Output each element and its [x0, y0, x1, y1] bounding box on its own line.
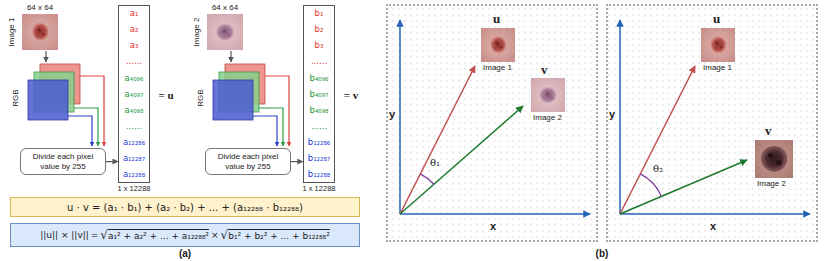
vector-entry: b₁₂₂₈₇ — [308, 154, 330, 163]
vector-entry: b₂ — [315, 25, 324, 34]
process-box: Divide each pixel value by 255 — [20, 148, 106, 175]
plot-label: y — [389, 108, 395, 120]
process-box: Divide each pixel value by 255 — [205, 148, 291, 175]
formula-text: ||u|| × ||v|| — [40, 230, 89, 240]
dimension-label: 64 x 64 — [27, 4, 53, 13]
plot-panel: uImage 1 vImage 2 y x θ₂ — [606, 4, 818, 242]
dimension-label: 1 x 12288 — [303, 185, 336, 193]
vector-entry: ...... — [311, 122, 327, 131]
vector-entry: b₁₂₂₈₆ — [308, 138, 330, 147]
vector-u — [620, 66, 695, 214]
plot-label: v — [541, 63, 548, 77]
plot-label: u — [713, 12, 720, 26]
plot-label: Image 1 — [483, 64, 512, 73]
plot-label: θ₁ — [430, 157, 440, 168]
formula-box: ||u|| × ||v||=√a₁² + a₂² + ... + a₁₂₂₈₈²… — [10, 223, 360, 247]
vector-entry: a₁₂₂₈₇ — [123, 154, 145, 163]
flow-arrow — [45, 51, 46, 62]
channel-line — [259, 108, 283, 146]
vector-name: = u — [158, 89, 173, 101]
image-label: Image 2 — [193, 18, 202, 47]
dimension-label: 1 x 12288 — [118, 185, 151, 193]
box-text: Divide each pixel value by 255 — [210, 152, 286, 171]
vector-entry: a₁₂₂₈₈ — [123, 170, 145, 179]
blue-channel — [28, 80, 68, 120]
vector-entry: b₁₂₂₈₈ — [308, 170, 330, 179]
formula-text: b₁² + b₂² + ... + b₁₂₂₈₈² — [228, 229, 330, 241]
dot-grid — [608, 6, 816, 240]
x-axis — [400, 213, 590, 215]
plot-label: Image 2 — [533, 114, 562, 123]
lesion-image — [22, 14, 58, 50]
formula-text: √ — [100, 228, 108, 242]
vector-entry: a₄₀₉₆ — [125, 74, 144, 83]
formula-box: u · v = (a₁ · b₁) + (a₂ · b₂) + ... + (a… — [10, 197, 360, 217]
flow-arrow — [106, 161, 118, 162]
vector-v — [400, 106, 523, 214]
vector-entry: a₁₂₂₈₆ — [123, 138, 145, 147]
vector-entry: b₁ — [315, 9, 324, 18]
angle-arc — [420, 174, 434, 184]
formula-text: √ — [221, 228, 229, 242]
y-axis — [399, 20, 401, 214]
vector-column: a₁ a₂ a₃...... a₄₀₉₆ a₄₀₉₇ a₄₀₉₈...... a₁₂₂₈₆ a… — [118, 5, 150, 183]
x-axis — [620, 213, 810, 215]
vector-u — [400, 66, 475, 214]
plot-panel: uImage 1 vImage 2 y x θ₁ — [386, 4, 598, 242]
vector-entry: ...... — [126, 57, 142, 66]
flow-arrow — [291, 161, 303, 162]
channel-line — [68, 116, 92, 146]
vector-entry: a₃ — [130, 41, 139, 50]
vector-entry: ...... — [126, 122, 142, 131]
lesion-image — [701, 28, 735, 62]
channel-label: RGB — [12, 89, 21, 106]
vector-column: b₁ b₂ b₃...... b₄₀₉₆ b₄₀₉₇ b₄₀₉₈...... b₁₂₂₈₆ b… — [303, 5, 335, 183]
y-axis — [619, 20, 621, 214]
vector-entry: a₂ — [130, 25, 139, 34]
vector-v — [620, 160, 747, 214]
formula-text: × — [211, 230, 219, 240]
dot-grid — [388, 6, 596, 240]
vector-entry: b₄₀₉₇ — [309, 90, 328, 99]
blue-channel — [213, 80, 253, 120]
lesion-image — [207, 14, 243, 50]
vector-entry: b₄₀₉₈ — [309, 106, 328, 115]
lesion-image — [481, 28, 515, 62]
dimension-label: 64 x 64 — [212, 4, 238, 13]
angle-arc — [640, 174, 661, 197]
panel-caption: (a) — [179, 248, 191, 259]
box-text: Divide each pixel value by 255 — [25, 152, 101, 171]
image-label: Image 1 — [8, 18, 17, 47]
formula-text: u · v = (a₁ · b₁) + (a₂ · b₂) + ... + (a… — [67, 202, 303, 213]
plot-label: y — [609, 108, 615, 120]
vector-entry: b₃ — [315, 41, 324, 50]
vector-entry: a₄₀₉₇ — [125, 90, 144, 99]
plot-label: Image 1 — [703, 64, 732, 73]
lesion-image — [531, 78, 565, 112]
channel-line — [74, 108, 98, 146]
vector-entry: a₁ — [130, 9, 139, 18]
vector-entry: b₄₀₉₆ — [309, 74, 328, 83]
channel-line — [253, 116, 277, 146]
flow-arrow — [230, 51, 231, 62]
plot-label: Image 2 — [757, 180, 786, 189]
plot-label: θ₂ — [653, 163, 663, 174]
formula-text: a₁² + a₂² + ... + a₁₂₂₈₈² — [108, 229, 209, 241]
channel-label: RGB — [197, 89, 206, 106]
vector-entry: a₄₀₉₈ — [125, 106, 144, 115]
plot-label: v — [765, 124, 772, 138]
vector-entry: ...... — [311, 57, 327, 66]
plot-label: x — [710, 220, 716, 232]
vector-name: = v — [344, 89, 359, 101]
panel-caption: (b) — [596, 248, 609, 259]
formula-text: = — [91, 230, 99, 240]
plot-label: x — [490, 220, 496, 232]
plot-label: u — [493, 12, 500, 26]
lesion-image — [755, 140, 793, 178]
